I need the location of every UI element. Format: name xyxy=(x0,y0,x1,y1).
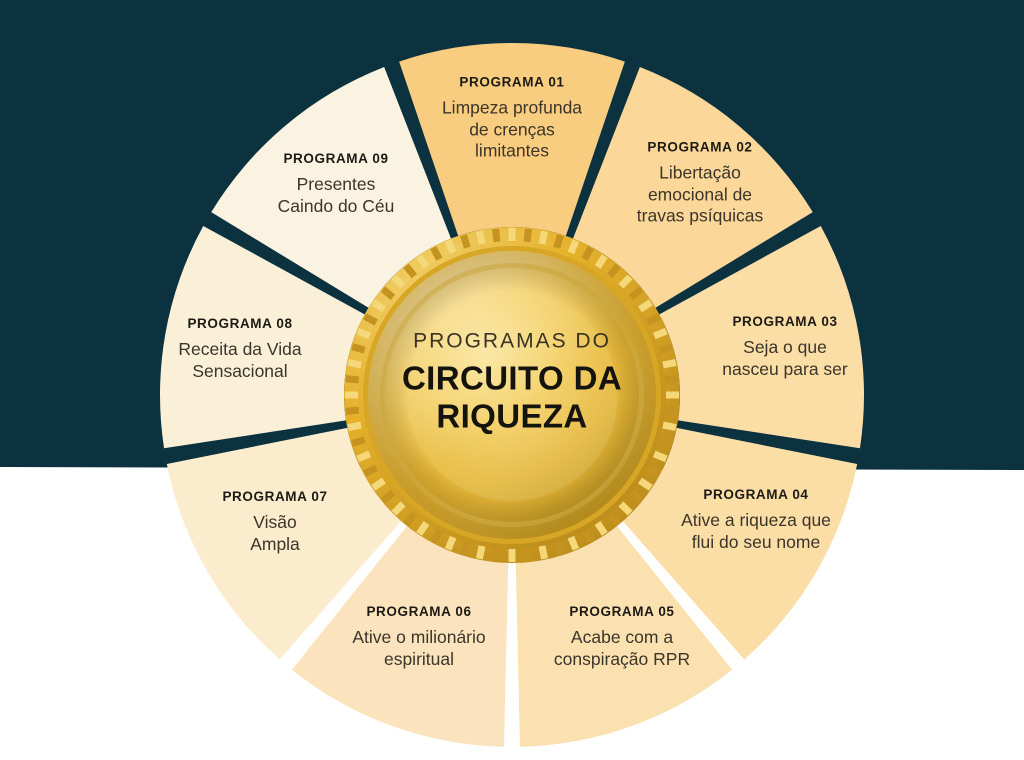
coin-reed-tick xyxy=(391,274,407,290)
coin-reed-tick xyxy=(430,528,443,544)
coin-reed-tick xyxy=(351,436,367,447)
coin-reed-tick xyxy=(380,286,396,301)
wheel-segment-05[interactable] xyxy=(515,526,733,747)
coin-reed-tick xyxy=(652,450,668,463)
coin-reed-tick xyxy=(347,421,363,432)
coin-reed-tick xyxy=(444,535,457,551)
wheel-segments xyxy=(160,42,864,747)
coin-reed-tick xyxy=(347,358,363,369)
coin-reed-tick xyxy=(567,239,580,255)
coin-reed-tick xyxy=(403,511,418,527)
coin-reed-tick xyxy=(475,230,486,246)
coin-reed-tick xyxy=(538,230,549,246)
coin-reed-tick xyxy=(652,327,668,340)
wheel-segment-02[interactable] xyxy=(573,67,813,308)
coin-reed-tick xyxy=(460,234,471,250)
coin-reed-tick xyxy=(617,274,633,290)
coin-reed-tick xyxy=(581,528,594,544)
coin-reed-tick xyxy=(567,535,580,551)
coin-reed-tick xyxy=(380,489,396,504)
coin-reed-tick xyxy=(594,254,608,270)
coin-reed-tick xyxy=(523,546,532,562)
wheel-segment-07[interactable] xyxy=(166,427,402,660)
wheel-segment-01[interactable] xyxy=(399,42,625,236)
coin-reed-tick xyxy=(661,421,677,432)
wheel-segment-08[interactable] xyxy=(160,225,365,449)
coin-reed-tick xyxy=(416,520,430,536)
wheel-segment-04[interactable] xyxy=(622,427,858,660)
coin-reed-tick xyxy=(628,489,644,504)
coin-reed-tick xyxy=(403,263,418,279)
coin-reed-tick xyxy=(475,544,486,560)
wheel-segment-06[interactable] xyxy=(291,526,509,747)
coin-reed-tick xyxy=(553,234,564,250)
coin-reed-tick xyxy=(606,263,621,279)
coin-reed-tick xyxy=(581,246,594,262)
coin-reed-tick xyxy=(391,500,407,516)
coin-reed-tick xyxy=(430,246,443,262)
coin-reed-tick xyxy=(628,286,644,301)
coin-reed-tick xyxy=(444,239,457,255)
coin-reed-tick xyxy=(356,327,372,340)
wheel-segment-09[interactable] xyxy=(211,67,451,308)
coin-reed-tick xyxy=(523,228,532,244)
coin-reed-tick xyxy=(637,299,653,313)
coin-reed-tick xyxy=(645,313,661,326)
coin-reed-tick xyxy=(363,313,379,326)
coin-reed-tick xyxy=(661,358,677,369)
coin-reed-tick xyxy=(363,464,379,477)
coin-reed-tick xyxy=(594,520,608,536)
coin-reed-tick xyxy=(606,511,621,527)
coin-reed-tick xyxy=(356,450,372,463)
coin-reed-tick xyxy=(617,500,633,516)
coin-reed-tick xyxy=(351,343,367,354)
coin-reed-tick xyxy=(657,343,673,354)
coin-reed-tick xyxy=(371,477,387,491)
coin-reed-tick xyxy=(492,546,501,562)
coin-reed-tick xyxy=(345,375,361,384)
coin-reed-tick xyxy=(663,375,679,384)
coin-reed-tick xyxy=(416,254,430,270)
coin-reed-tick xyxy=(553,540,564,556)
coin-reed-tick xyxy=(371,299,387,313)
coin-inner-shade xyxy=(368,251,656,539)
coin-reed-tick xyxy=(538,544,549,560)
coin-reed-tick xyxy=(460,540,471,556)
wheel-segment-03[interactable] xyxy=(659,225,864,449)
center-coin-icon xyxy=(344,227,680,563)
coin-reed-tick xyxy=(345,406,361,415)
coin-reeded-edge xyxy=(345,228,679,562)
coin-reed-tick xyxy=(637,477,653,491)
coin-reed-tick xyxy=(645,464,661,477)
coin-reed-tick xyxy=(657,436,673,447)
coin-reed-tick xyxy=(492,228,501,244)
coin-reed-tick xyxy=(663,406,679,415)
